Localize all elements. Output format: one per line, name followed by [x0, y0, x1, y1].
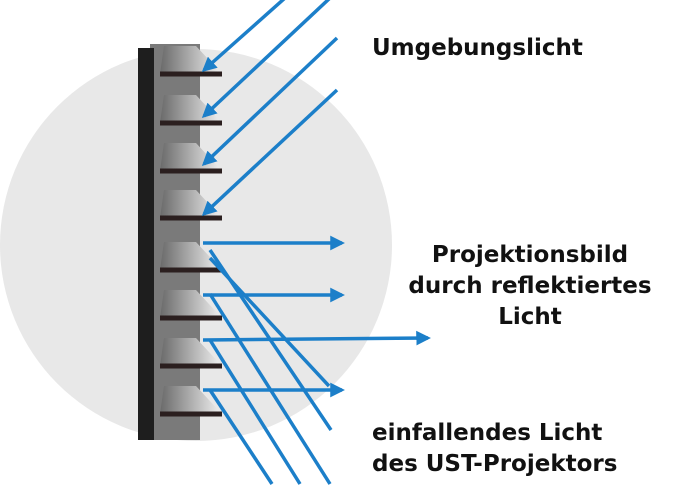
- incident-light-ray: [208, 339, 302, 485]
- label-projection-image: Projektionsbild durch reflektiertes Lich…: [380, 240, 680, 333]
- screen-ridge-face: [160, 386, 222, 414]
- ambient-light-ray: [201, 0, 331, 119]
- incident-light-ray: [208, 256, 331, 388]
- screen-frame: [138, 48, 154, 440]
- label-incident-line-1: einfallendes Licht: [372, 420, 603, 446]
- screen-ridge-face: [160, 338, 222, 366]
- label-ambient-light: Umgebungslicht: [372, 35, 583, 61]
- label-incident-light: einfallendes Licht des UST-Projektors: [372, 418, 617, 480]
- label-projection-line-1: Projektionsbild: [431, 242, 629, 268]
- ambient-light-ray: [201, 88, 339, 217]
- incident-light-ray: [208, 389, 274, 485]
- reflected-light-ray: [202, 330, 431, 346]
- screen: [138, 44, 222, 440]
- light-rays: [201, 0, 431, 485]
- label-incident-line-2: des UST-Projektors: [372, 451, 618, 477]
- label-projection-line-2: durch reflektiertes: [408, 273, 652, 299]
- label-projection-line-3: Licht: [498, 304, 562, 330]
- screen-ridge-face: [160, 242, 222, 270]
- ambient-light-ray: [201, 36, 339, 167]
- ambient-light-ray: [201, 0, 286, 72]
- screen-ridge-face: [160, 290, 222, 318]
